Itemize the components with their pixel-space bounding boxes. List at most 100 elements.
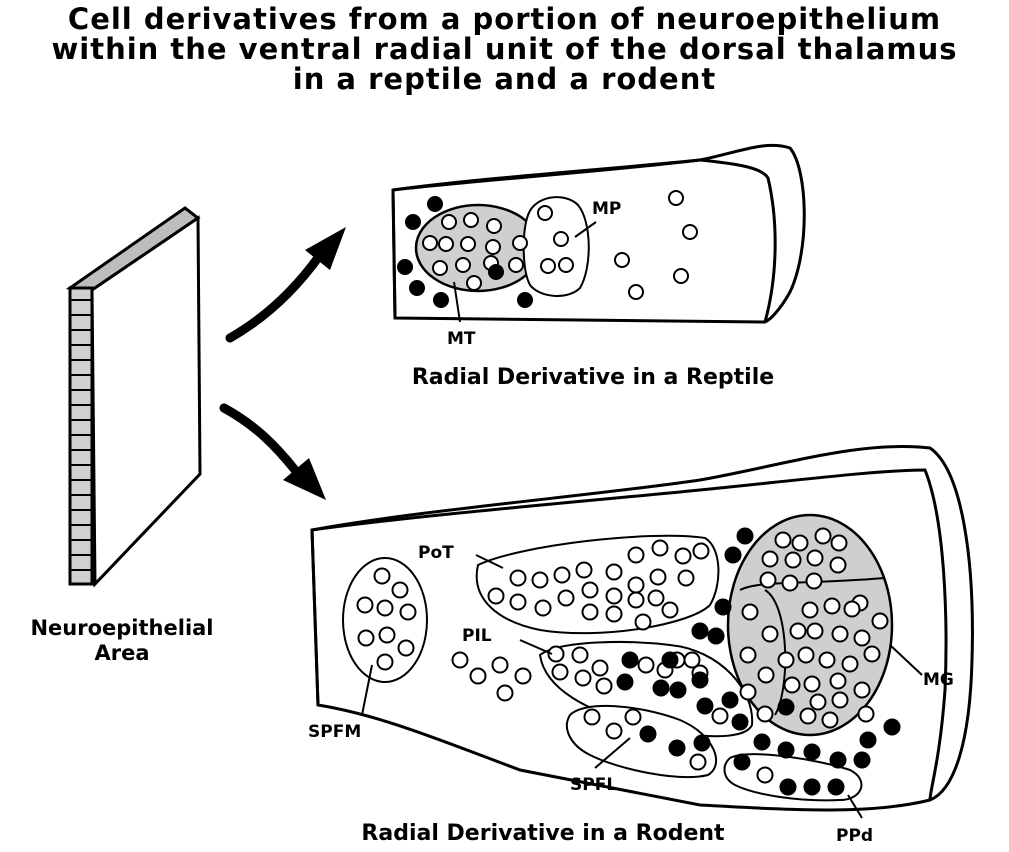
filled-cell bbox=[406, 215, 420, 229]
open-cell bbox=[676, 549, 691, 564]
open-cell bbox=[845, 602, 860, 617]
open-cell bbox=[536, 601, 551, 616]
open-cell bbox=[607, 565, 622, 580]
open-cell bbox=[607, 607, 622, 622]
label-ppd: PPd bbox=[836, 826, 873, 846]
filled-cell bbox=[518, 293, 532, 307]
open-cell bbox=[831, 674, 846, 689]
open-cell bbox=[511, 595, 526, 610]
label-mg: MG bbox=[923, 670, 954, 690]
open-cell bbox=[679, 571, 694, 586]
label-pil: PIL bbox=[462, 626, 492, 646]
open-cell bbox=[783, 576, 798, 591]
open-cell bbox=[663, 603, 678, 618]
open-cell bbox=[713, 709, 728, 724]
label-spfl: SPFL bbox=[570, 775, 617, 795]
label-pot: PoT bbox=[418, 543, 454, 563]
open-cell bbox=[489, 589, 504, 604]
filled-cell bbox=[410, 281, 424, 295]
filled-cell bbox=[693, 624, 708, 639]
open-cell bbox=[378, 601, 393, 616]
filled-cell bbox=[885, 720, 900, 735]
open-cell bbox=[585, 710, 600, 725]
open-cell bbox=[615, 253, 629, 267]
neuroepithelial-label-line1: Neuroepithelial bbox=[30, 616, 213, 640]
open-cell bbox=[511, 571, 526, 586]
open-cell bbox=[674, 269, 688, 283]
open-cell bbox=[393, 583, 408, 598]
open-cell bbox=[597, 679, 612, 694]
open-cell bbox=[554, 232, 568, 246]
open-cell bbox=[629, 593, 644, 608]
filled-cell bbox=[805, 745, 820, 760]
open-cell bbox=[763, 552, 778, 567]
open-cell bbox=[541, 259, 555, 273]
open-cell bbox=[471, 669, 486, 684]
open-cell bbox=[833, 627, 848, 642]
arrow-to-rodent bbox=[224, 408, 326, 500]
open-cell bbox=[498, 686, 513, 701]
open-cell bbox=[832, 536, 847, 551]
open-cell bbox=[873, 614, 888, 629]
open-cell bbox=[785, 678, 800, 693]
open-cell bbox=[653, 541, 668, 556]
open-cell bbox=[683, 225, 697, 239]
rodent-caption: Radial Derivative in a Rodent bbox=[361, 821, 725, 846]
open-cell bbox=[559, 591, 574, 606]
open-cell bbox=[669, 191, 683, 205]
open-cell bbox=[865, 647, 880, 662]
open-cell bbox=[629, 578, 644, 593]
open-cell bbox=[464, 213, 478, 227]
open-cell bbox=[401, 605, 416, 620]
open-cell bbox=[538, 206, 552, 220]
filled-cell bbox=[726, 548, 741, 563]
filled-cell bbox=[695, 736, 710, 751]
filled-cell bbox=[738, 529, 753, 544]
filled-cell bbox=[735, 755, 750, 770]
open-cell bbox=[859, 707, 874, 722]
open-cell bbox=[453, 653, 468, 668]
filled-cell bbox=[716, 600, 731, 615]
open-cell bbox=[691, 755, 706, 770]
label-mt: MT bbox=[447, 329, 476, 349]
filled-cell bbox=[670, 741, 685, 756]
open-cell bbox=[801, 709, 816, 724]
open-cell bbox=[576, 671, 591, 686]
filled-cell bbox=[663, 653, 678, 668]
open-cell bbox=[487, 219, 501, 233]
open-cell bbox=[375, 569, 390, 584]
open-cell bbox=[636, 615, 651, 630]
open-cell bbox=[758, 768, 773, 783]
filled-cell bbox=[733, 715, 748, 730]
open-cell bbox=[467, 276, 481, 290]
open-cell bbox=[776, 533, 791, 548]
open-cell bbox=[758, 707, 773, 722]
arrow-to-reptile bbox=[230, 227, 346, 338]
open-cell bbox=[493, 658, 508, 673]
open-cell bbox=[743, 605, 758, 620]
filled-cell bbox=[723, 693, 738, 708]
open-cell bbox=[649, 591, 664, 606]
filled-cell bbox=[654, 681, 669, 696]
open-cell bbox=[808, 624, 823, 639]
open-cell bbox=[816, 529, 831, 544]
open-cell bbox=[786, 553, 801, 568]
label-spfm: SPFM bbox=[308, 722, 361, 742]
open-cell bbox=[378, 655, 393, 670]
filled-cell bbox=[623, 653, 638, 668]
filled-cell bbox=[709, 629, 724, 644]
open-cell bbox=[626, 710, 641, 725]
open-cell bbox=[855, 683, 870, 698]
open-cell bbox=[577, 563, 592, 578]
open-cell bbox=[533, 573, 548, 588]
filled-cell bbox=[489, 265, 503, 279]
open-cell bbox=[629, 548, 644, 563]
open-cell bbox=[808, 551, 823, 566]
filled-cell bbox=[779, 700, 794, 715]
open-cell bbox=[583, 583, 598, 598]
open-cell bbox=[555, 568, 570, 583]
open-cell bbox=[759, 668, 774, 683]
open-cell bbox=[553, 665, 568, 680]
open-cell bbox=[779, 653, 794, 668]
open-cell bbox=[803, 603, 818, 618]
